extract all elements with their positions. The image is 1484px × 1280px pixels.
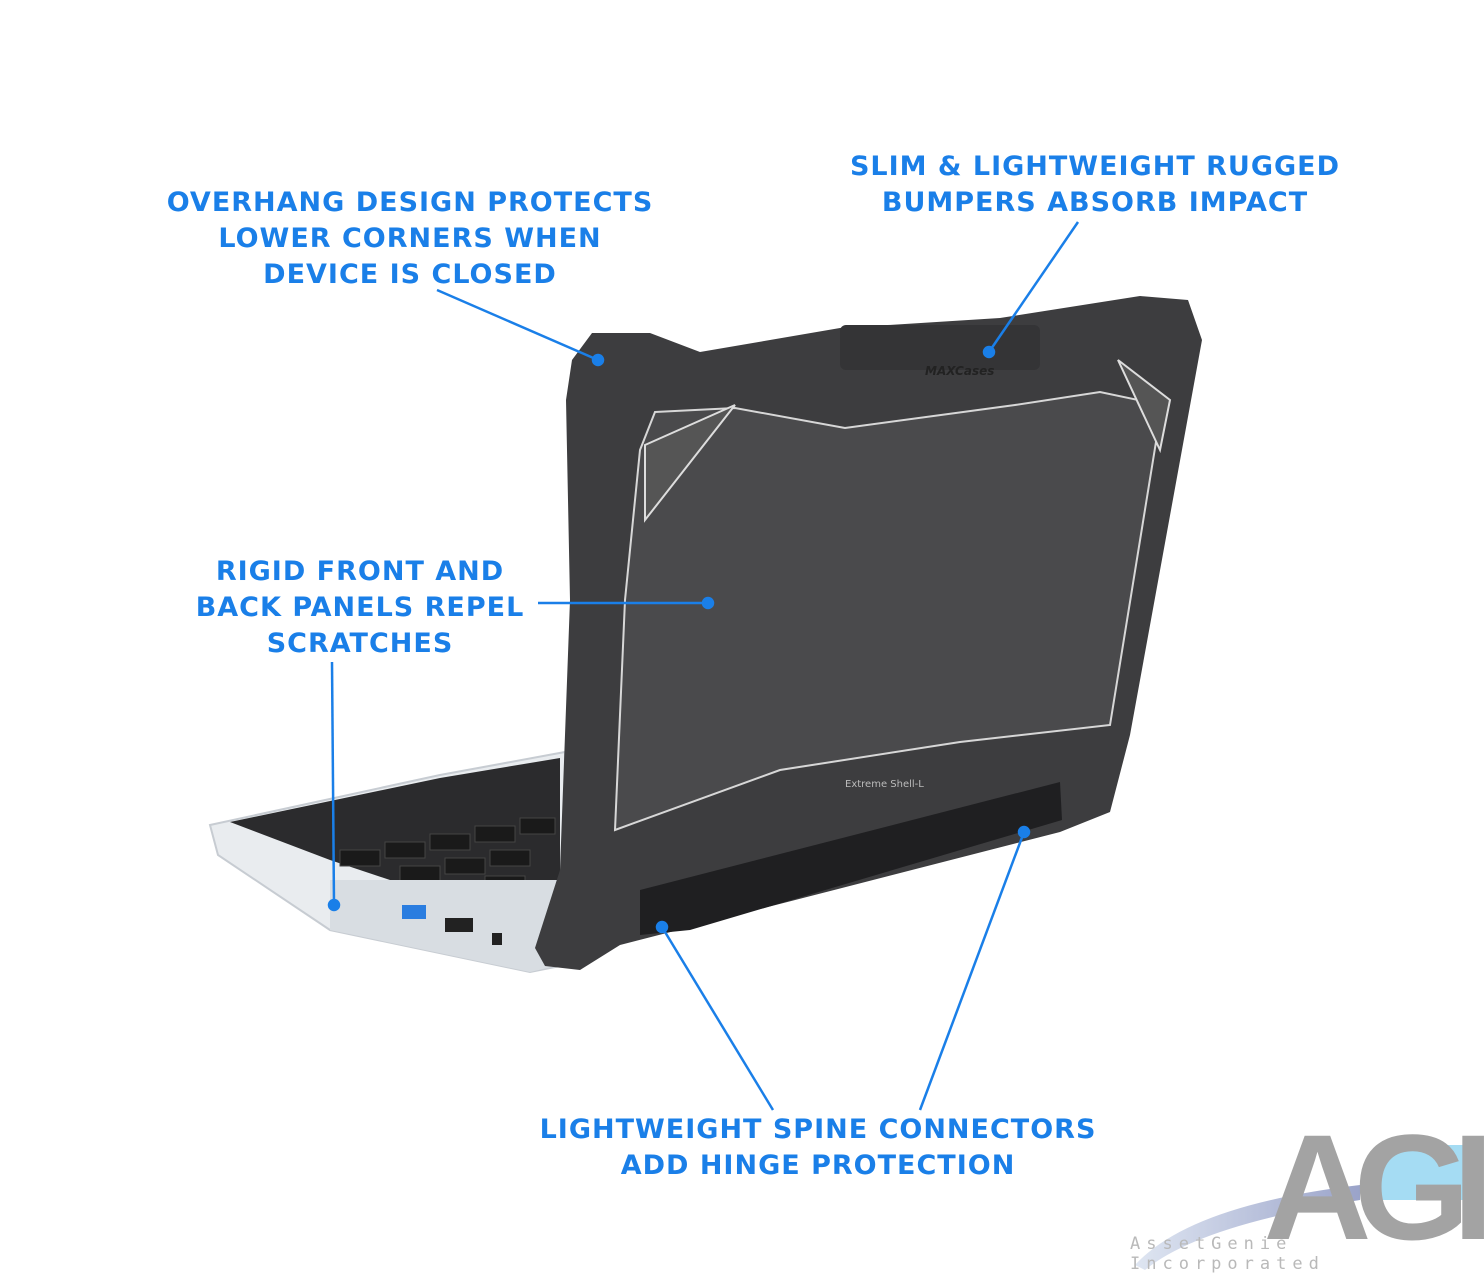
callout-panels: RIGID FRONT AND BACK PANELS REPEL SCRATC… bbox=[180, 554, 540, 662]
lock-slot bbox=[492, 933, 502, 945]
callout-line: LIGHTWEIGHT SPINE CONNECTORS bbox=[539, 1114, 1097, 1145]
callout-line: RIGID FRONT AND bbox=[215, 556, 505, 587]
corner-window-right bbox=[1117, 359, 1172, 454]
logo-letters: AGI bbox=[1263, 1103, 1484, 1271]
top-bumper bbox=[840, 325, 1040, 370]
corner-window-left bbox=[644, 404, 736, 523]
callout-line: SLIM & LIGHTWEIGHT RUGGED bbox=[849, 151, 1341, 182]
logo-swoosh bbox=[1135, 1145, 1475, 1270]
callout-line: LOWER CORNERS WHEN bbox=[218, 223, 602, 254]
usb-port bbox=[402, 905, 426, 919]
callout-bumpers: SLIM & LIGHTWEIGHT RUGGED BUMPERS ABSORB… bbox=[845, 149, 1345, 221]
spine-connector bbox=[640, 782, 1062, 935]
model-label: Extreme Shell-L bbox=[845, 779, 924, 790]
callout-line: ADD HINGE PROTECTION bbox=[620, 1150, 1016, 1181]
callout-line: BUMPERS ABSORB IMPACT bbox=[881, 187, 1309, 218]
keyboard-deck bbox=[230, 758, 560, 880]
agi-logo: AGI AssetGenie Incorporated bbox=[1130, 1103, 1484, 1280]
brand-mark: MAXCases bbox=[925, 364, 994, 378]
callout-line: DEVICE IS CLOSED bbox=[263, 259, 557, 290]
hdmi-port bbox=[445, 918, 473, 932]
callout-overhang: OVERHANG DESIGN PROTECTS LOWER CORNERS W… bbox=[160, 185, 660, 293]
back-panel bbox=[613, 390, 1164, 832]
callout-line: OVERHANG DESIGN PROTECTS bbox=[166, 187, 654, 218]
callout-line: BACK PANELS REPEL bbox=[195, 592, 525, 623]
callout-lines bbox=[327, 221, 1080, 1111]
logo-company-name: AssetGenie Incorporated bbox=[1130, 1234, 1325, 1274]
callout-spine: LIGHTWEIGHT SPINE CONNECTORS ADD HINGE P… bbox=[528, 1112, 1108, 1184]
callout-line: SCRATCHES bbox=[266, 628, 454, 659]
